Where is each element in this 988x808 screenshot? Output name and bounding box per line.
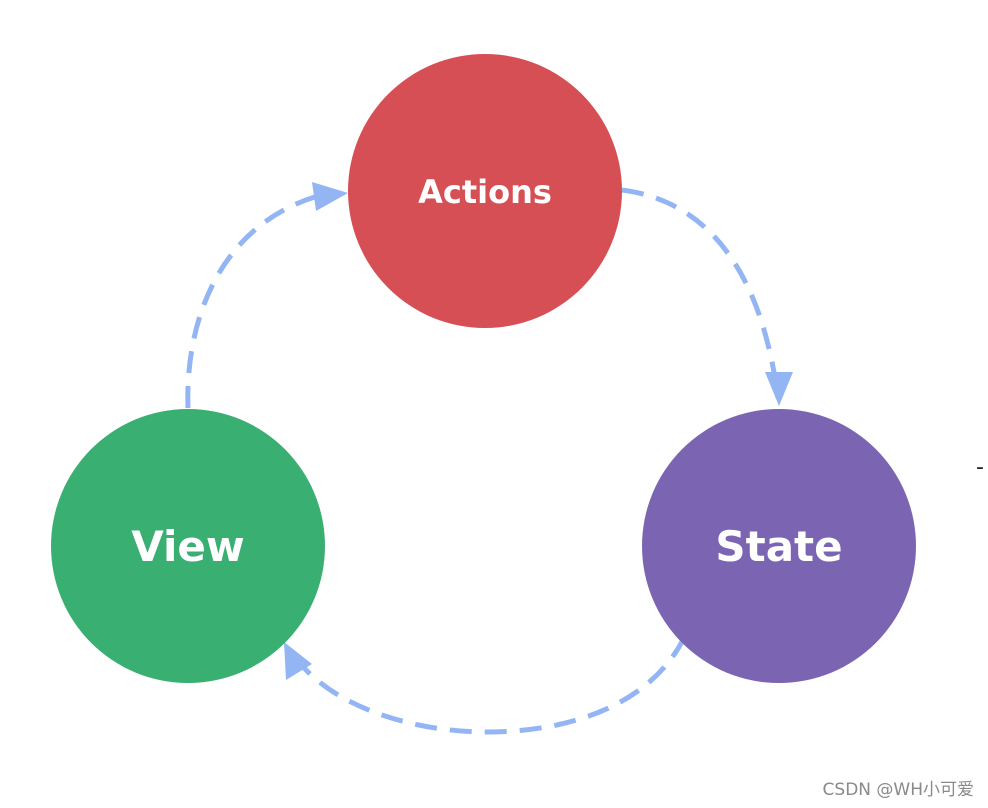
arrowhead-actions-to-state — [765, 372, 793, 406]
arrow-state-to-view — [293, 636, 687, 735]
state-label: State — [715, 522, 842, 571]
watermark: CSDN @WH小可爱 — [822, 780, 974, 800]
actions-label: Actions — [418, 173, 552, 211]
arrow-actions-to-state — [621, 187, 781, 399]
view-label: View — [131, 522, 244, 571]
stray-dash-mark: - — [976, 455, 984, 480]
arrowhead-view-to-actions — [312, 182, 348, 211]
actions-node — [348, 54, 622, 328]
view-node — [51, 409, 325, 683]
arrow-view-to-actions — [185, 193, 319, 409]
arrowhead-state-to-view — [284, 642, 312, 680]
state-node — [642, 409, 916, 683]
